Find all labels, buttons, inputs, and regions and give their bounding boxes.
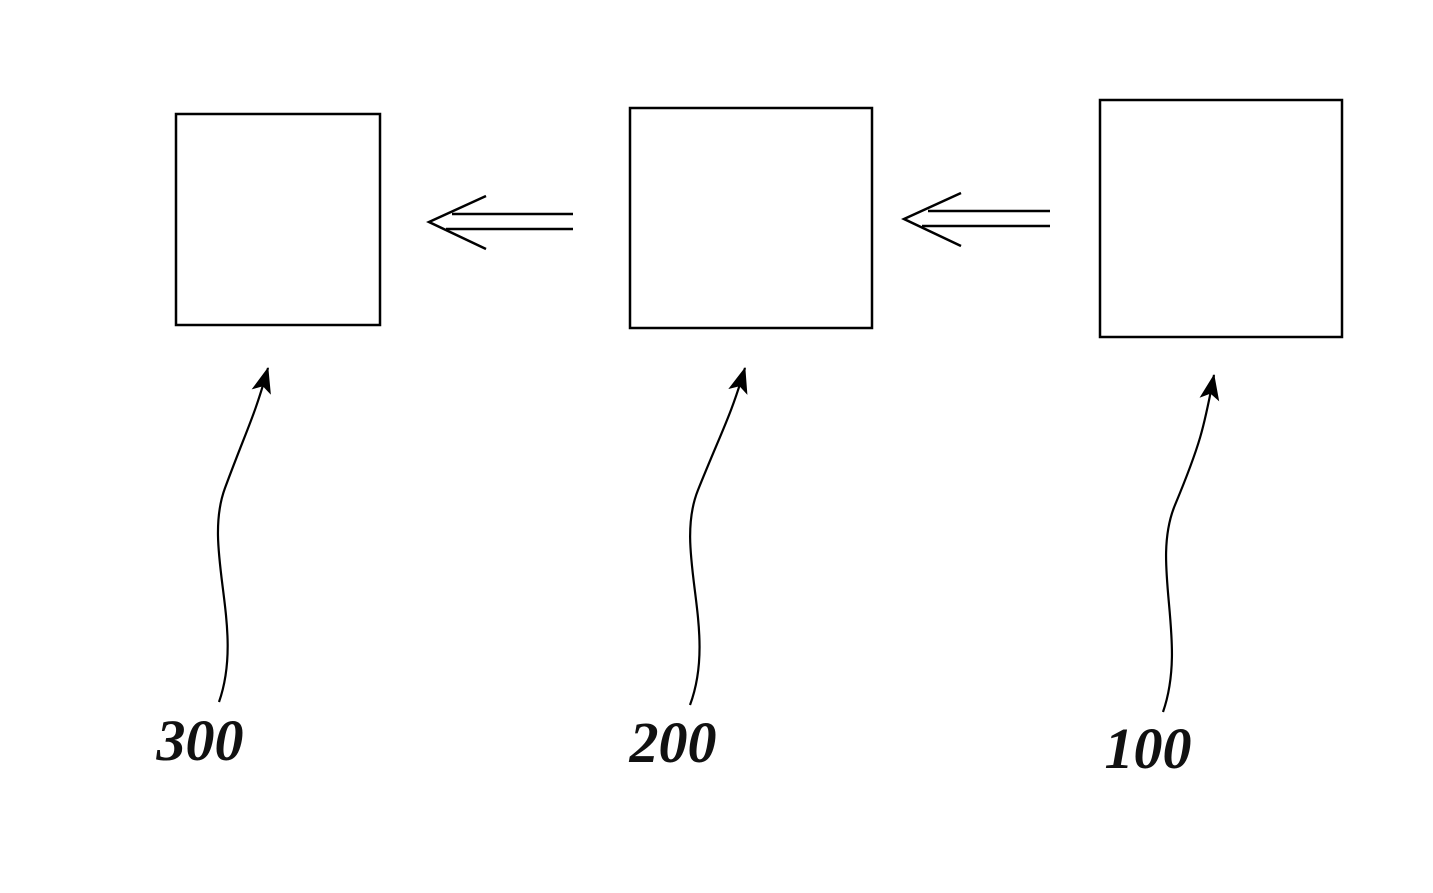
block-100 <box>1098 98 1344 339</box>
block-200 <box>628 106 874 330</box>
ref-label-300: 300 <box>156 708 244 773</box>
ref-label-100: 100 <box>1105 716 1192 781</box>
leader-line-300 <box>216 367 271 703</box>
arrow-100-to-200 <box>901 191 1050 248</box>
leader-line-100 <box>1161 374 1220 713</box>
arrow-200-to-300 <box>426 194 573 251</box>
left-open-arrowhead-icon <box>901 191 962 248</box>
leader-line-200 <box>688 367 748 706</box>
ref-label-200: 200 <box>629 710 717 775</box>
left-open-arrowhead-icon <box>426 194 487 251</box>
block-300 <box>174 112 382 327</box>
